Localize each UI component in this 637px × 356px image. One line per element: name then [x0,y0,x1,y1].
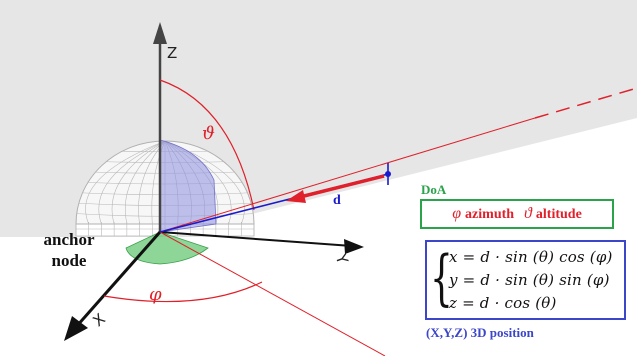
anchor-label-line1: anchor [43,230,95,249]
signal-arrowhead [286,190,306,203]
direction-line [159,117,536,233]
x-axis-line [74,231,162,328]
doa-azimuth-symbol: φ [452,205,462,222]
azimuth-angle-label: φ [149,284,162,305]
altitude-angle-label: ϑ [202,123,215,144]
anchor-label-line2: node [51,251,87,270]
position-equations-box: { x = d · sin (θ) cos (φ) y = d · sin (θ… [425,240,626,320]
altitude-sector [159,139,217,233]
z-axis-arrowhead [153,22,167,44]
x-axis-arrowhead [64,316,88,341]
anchor-node-label: anchor node [30,229,108,271]
equation-z: z = d · cos (θ) [449,294,557,312]
signal-arrow-line [299,174,385,199]
target-point [385,171,391,177]
direction-line-dashed [534,87,637,119]
doa-title: DoA [421,182,447,197]
altitude-arc [159,79,255,211]
distance-label: d [333,193,341,208]
azimuth-arc [103,281,263,303]
doa-azimuth-label: azimuth [465,207,515,222]
equation-x: x = d · sin (θ) cos (φ) [449,248,613,266]
hemisphere-longitude-line [85,140,166,225]
doa-altitude-label: altitude [535,207,582,222]
equation-brace: { [430,243,453,313]
doa-altitude-symbol: ϑ [524,205,532,222]
hemisphere-longitude-line [124,140,166,225]
azimuth-sector [125,231,209,265]
equation-y: y = d · sin (θ) sin (φ) [449,271,610,289]
z-axis-label: Z [167,44,178,62]
hemisphere-longitude-line [98,140,166,225]
y-axis-line [159,231,353,247]
y-axis-arrowhead [344,239,364,254]
position-caption: (X,Y,Z) 3D position [426,325,534,340]
hemisphere-longitude-line [111,140,166,225]
projection-line [159,231,386,356]
